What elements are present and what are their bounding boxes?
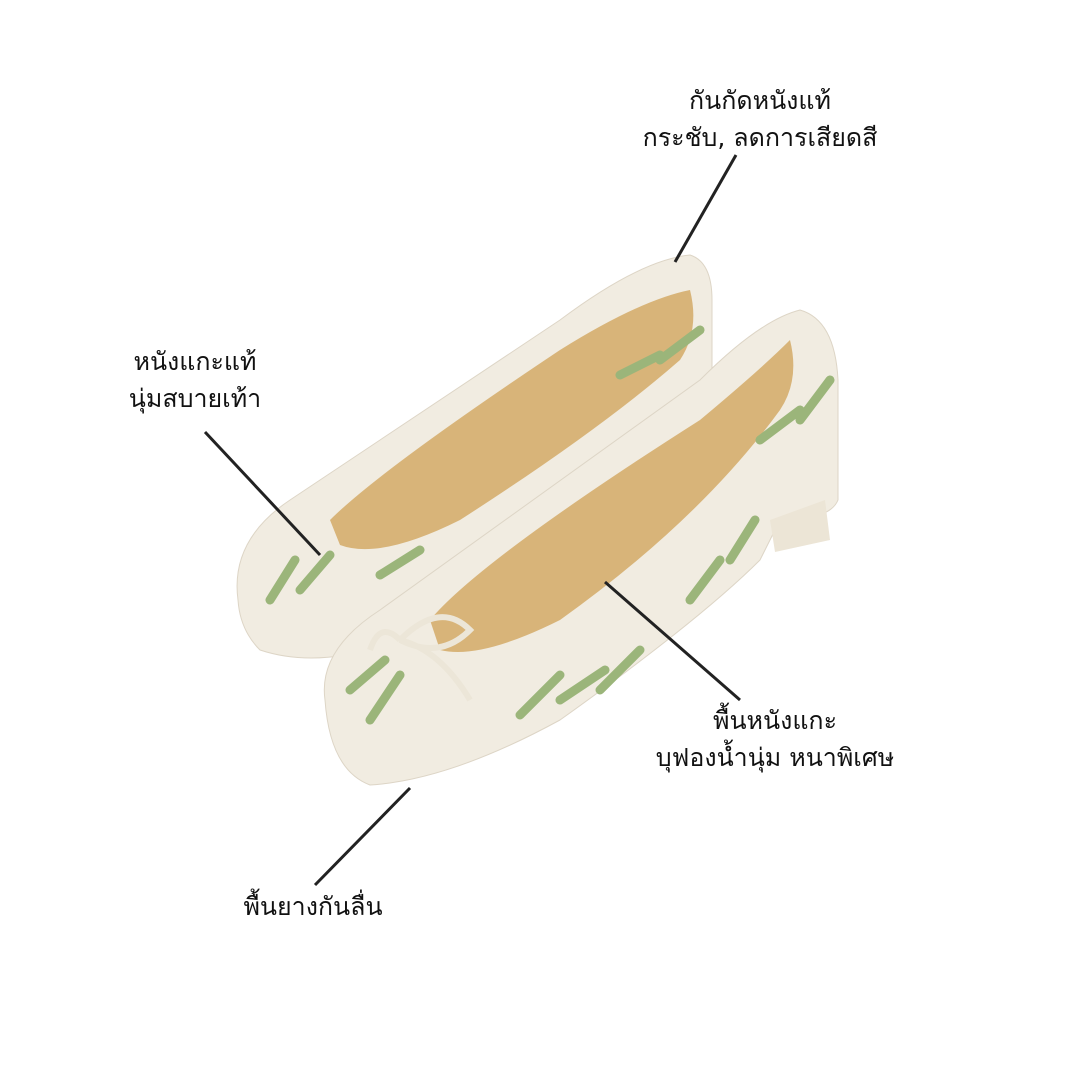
callout-heel-grip-title: กันกัดหนังแท้ — [689, 86, 831, 115]
callout-line-sole — [313, 786, 412, 887]
callout-heel-grip-desc: กระชับ, ลดการเสียดสี — [642, 123, 878, 152]
callout-heel-grip: กันกัดหนังแท้ กระชับ, ลดการเสียดสี — [643, 82, 878, 156]
callout-line-heel — [673, 154, 738, 263]
back-shoe — [236, 254, 713, 659]
callout-insole-title: พื้นหนังแกะ — [712, 706, 838, 735]
callout-insole-desc: บุฟองน้ำนุ่ม หนาพิเศษ — [655, 743, 895, 772]
callout-sheepskin: หนังแกะแท้ นุ่มสบายเท้า — [129, 343, 261, 417]
front-shoe — [323, 309, 839, 786]
callout-sheepskin-title: หนังแกะแท้ — [133, 347, 257, 376]
callout-sole-title: พื้นยางกันลื่น — [243, 892, 383, 921]
callout-insole: พื้นหนังแกะ บุฟองน้ำนุ่ม หนาพิเศษ — [656, 702, 894, 776]
callout-line-leather — [203, 430, 322, 557]
callout-line-insole — [604, 580, 741, 702]
callout-sole: พื้นยางกันลื่น — [243, 888, 382, 925]
callout-sheepskin-desc: นุ่มสบายเท้า — [128, 384, 262, 413]
